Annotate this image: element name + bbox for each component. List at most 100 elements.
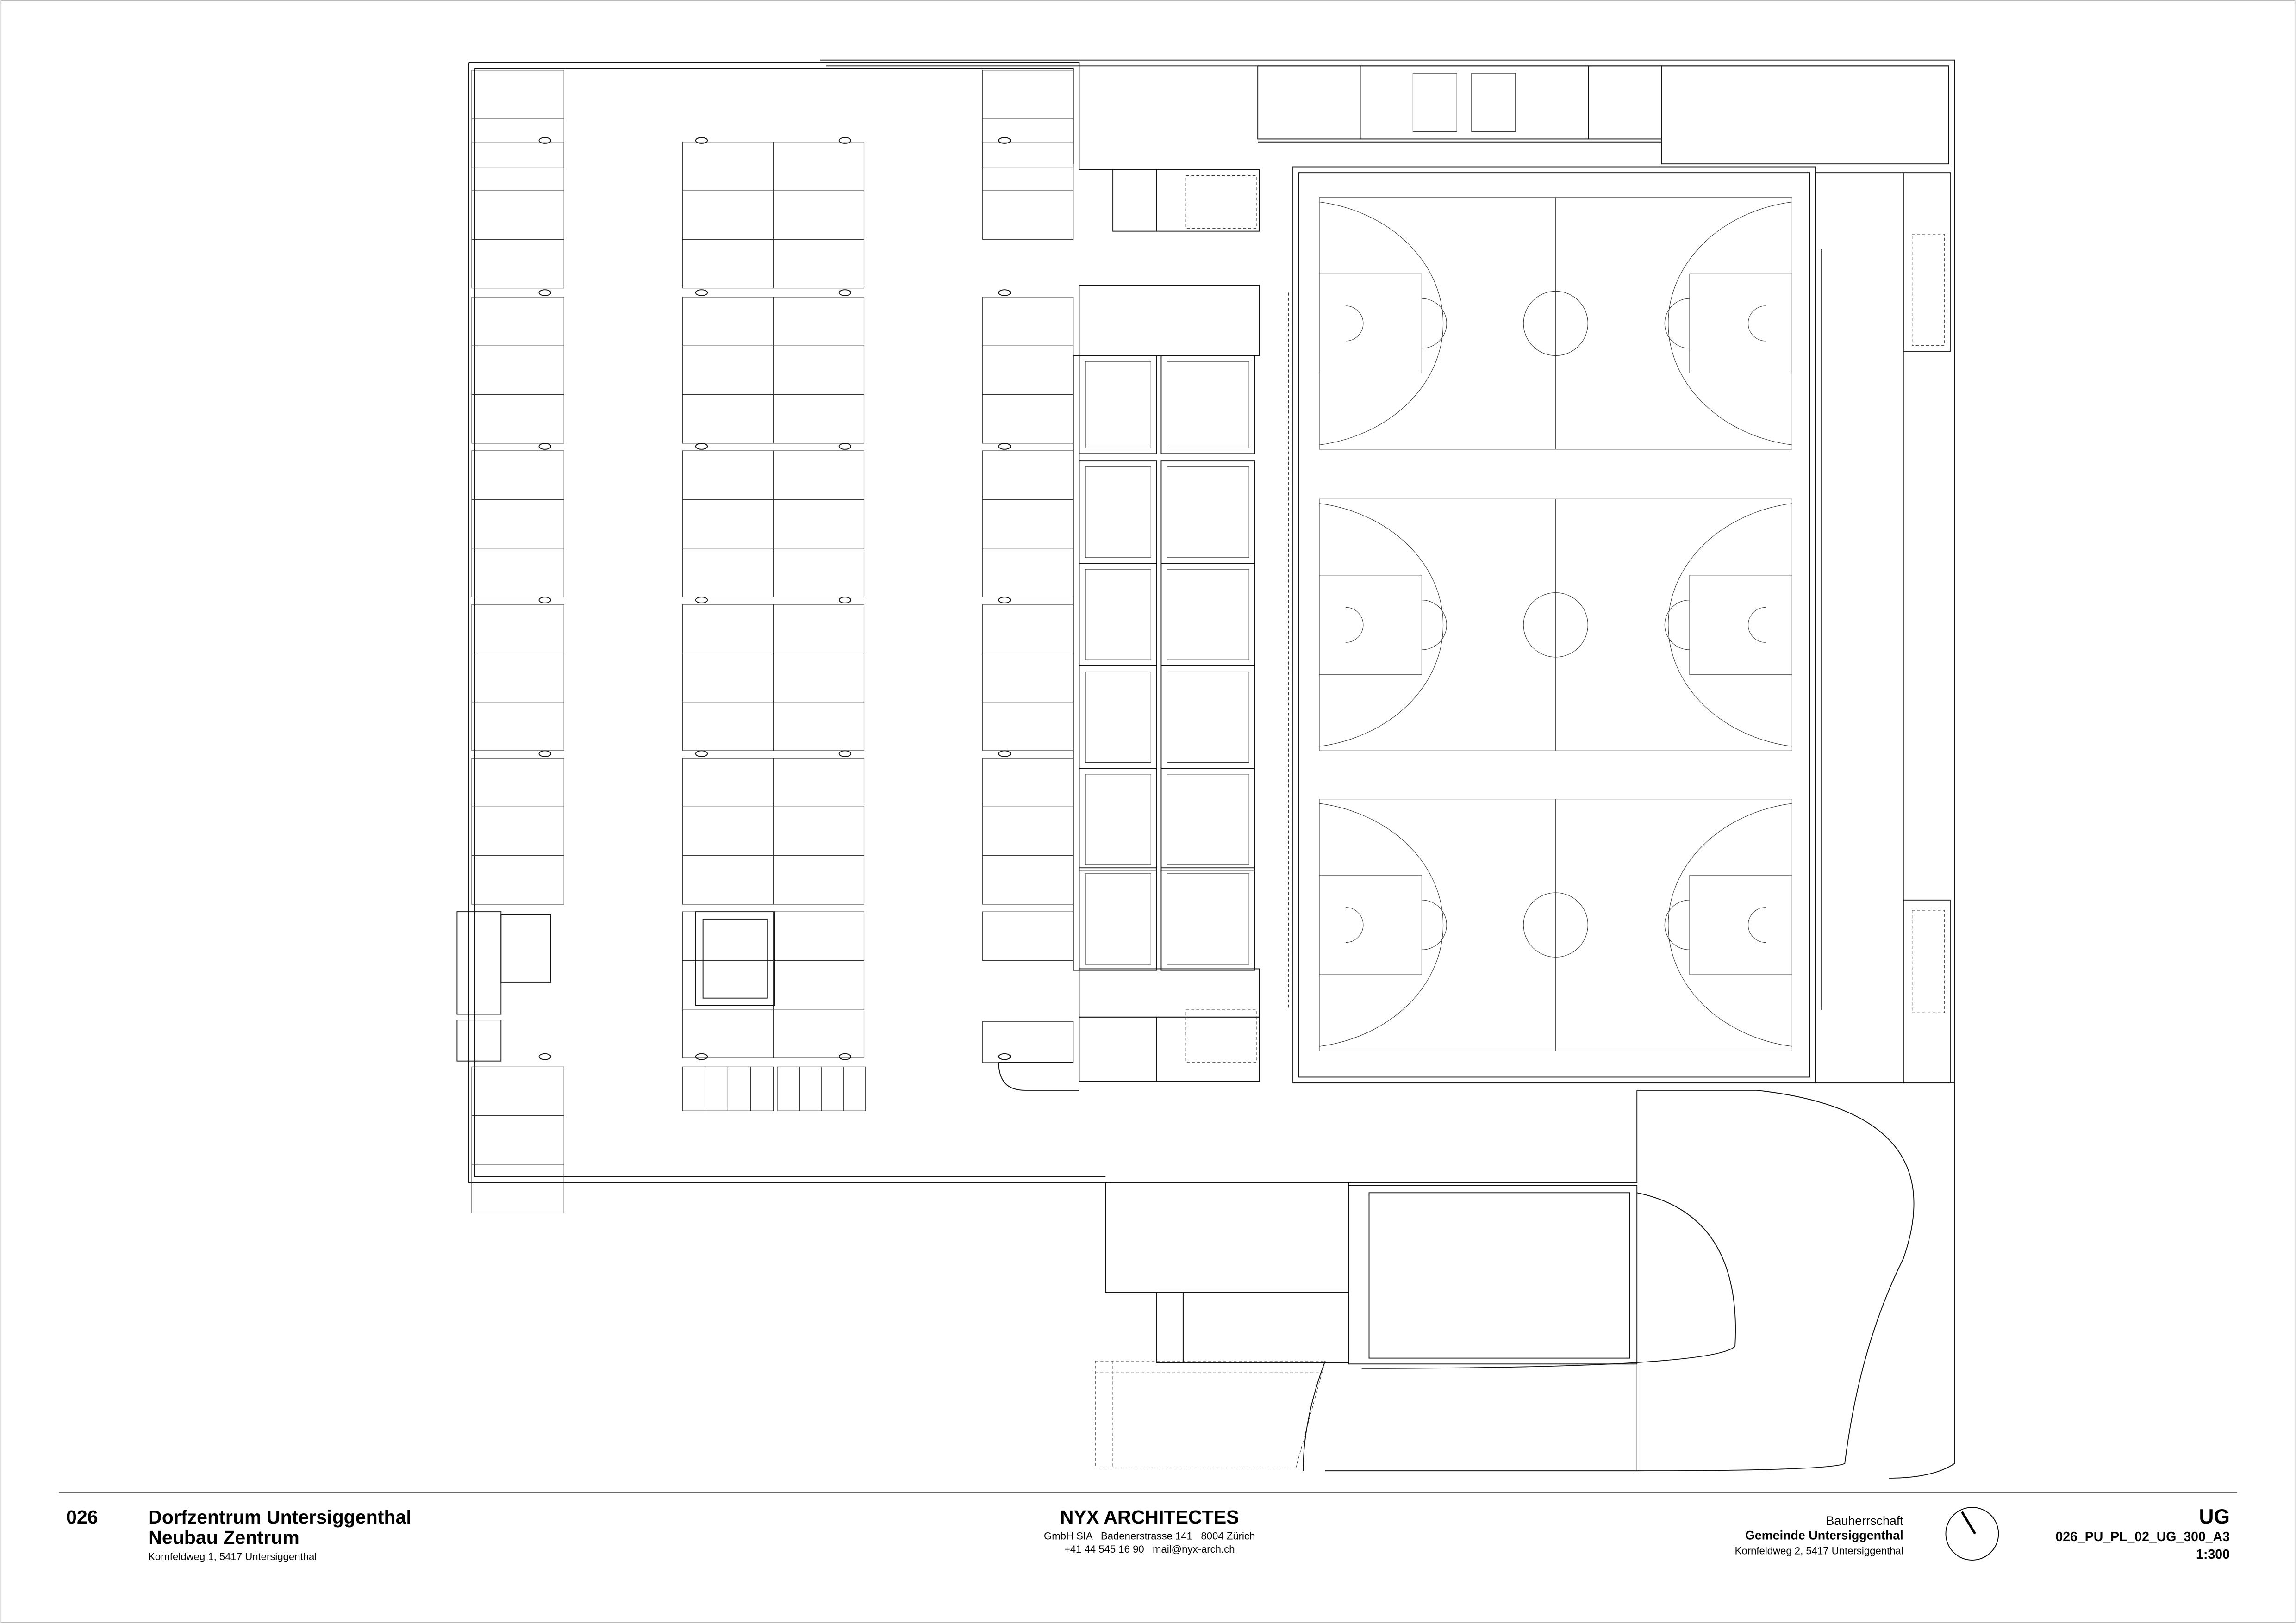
parking-stall <box>471 394 564 444</box>
column <box>695 289 708 296</box>
parking-stall <box>773 394 865 444</box>
room <box>1160 665 1255 769</box>
parking-stall <box>471 653 564 703</box>
key-right <box>1689 875 1792 975</box>
parking-stall <box>471 70 564 119</box>
project-title: Dorfzentrum Untersiggenthal <box>148 1506 412 1528</box>
free-throw-circle-left <box>1422 900 1447 950</box>
column <box>838 137 852 144</box>
parking-stall <box>982 499 1074 549</box>
motorbike-stall <box>682 1066 705 1111</box>
parking-stall <box>982 758 1074 807</box>
three-point-arc-left <box>1319 503 1444 747</box>
changing-rooms <box>1073 355 1260 1018</box>
column <box>695 137 708 144</box>
key-right <box>1689 575 1792 675</box>
parking-stall <box>682 702 774 751</box>
room <box>1160 563 1255 666</box>
column <box>538 289 551 296</box>
room <box>1160 867 1255 971</box>
parking-stall <box>773 702 865 751</box>
column <box>538 443 551 450</box>
parking-stall <box>773 499 865 549</box>
restricted-arc-right <box>1747 907 1766 943</box>
free-throw-circle-right <box>1664 599 1690 650</box>
parking-stall <box>773 450 865 500</box>
parking-stall <box>982 653 1074 703</box>
room-interior <box>1167 361 1249 448</box>
key-left <box>1319 575 1422 675</box>
parking-stall <box>682 1009 774 1058</box>
floor-label: UG <box>2199 1505 2230 1528</box>
parking-stall <box>471 1115 564 1165</box>
key-left <box>1319 273 1422 373</box>
column <box>998 137 1011 144</box>
drawing-scale: 1:300 <box>2196 1547 2230 1562</box>
free-throw-circle-right <box>1664 900 1690 950</box>
column <box>538 137 551 144</box>
restricted-arc-right <box>1747 305 1766 342</box>
parking-stall <box>471 345 564 395</box>
room <box>1079 355 1157 454</box>
free-throw-circle-right <box>1664 298 1690 349</box>
parking-stall <box>982 911 1074 961</box>
parking-stall <box>682 450 774 500</box>
building-outline <box>468 59 1955 1183</box>
parking-stall <box>982 142 1074 191</box>
column <box>695 597 708 603</box>
parking-stall <box>471 1164 564 1213</box>
motorbike-stall <box>705 1066 728 1111</box>
three-point-arc-right <box>1668 803 1792 1047</box>
parking-stall <box>773 239 865 289</box>
room <box>1079 460 1157 564</box>
parking-stall <box>471 548 564 597</box>
parking-stall <box>682 345 774 395</box>
parking-stall <box>682 297 774 346</box>
sports-hall-courts <box>1319 197 1792 1051</box>
parking-stall <box>773 1009 865 1058</box>
parking-stall <box>773 548 865 597</box>
restricted-arc-left <box>1345 607 1364 643</box>
three-point-arc-left <box>1319 803 1444 1047</box>
motorbike-stall <box>799 1066 822 1111</box>
room-interior <box>1085 774 1151 865</box>
parking-stall <box>682 142 774 191</box>
restricted-arc-right <box>1747 607 1766 643</box>
parking-stall <box>773 960 865 1010</box>
parking-stall <box>471 142 564 191</box>
column <box>998 1053 1011 1060</box>
parking-stall <box>982 118 1074 168</box>
motorbike-stall <box>750 1066 774 1111</box>
architect-name: NYX ARCHITECTES <box>1060 1506 1239 1528</box>
client-name: Gemeinde Untersiggenthal <box>1745 1529 1903 1542</box>
parking-stall <box>471 1066 564 1116</box>
parking-stall <box>471 702 564 751</box>
room <box>1079 768 1157 871</box>
room-interior <box>1085 466 1151 558</box>
parking-stall <box>982 190 1074 240</box>
column <box>695 443 708 450</box>
three-point-arc-left <box>1319 201 1444 445</box>
key-left <box>1319 875 1422 975</box>
stair-cores <box>456 169 1260 1091</box>
room-interior <box>1167 873 1249 965</box>
wall <box>1073 355 1080 971</box>
client-address: Kornfeldweg 2, 5417 Untersiggenthal <box>1735 1545 1903 1556</box>
parking-stall <box>982 297 1074 346</box>
parking-stall <box>773 142 865 191</box>
parking-stall <box>773 653 865 703</box>
basketball-court <box>1319 197 1792 450</box>
motorbike-stall <box>843 1066 866 1111</box>
column <box>838 289 852 296</box>
room-interior <box>1167 569 1249 660</box>
column <box>538 1053 551 1060</box>
column <box>695 750 708 757</box>
restricted-arc-left <box>1345 907 1364 943</box>
parking-stall <box>773 190 865 240</box>
client-label: Bauherrschaft <box>1826 1514 1904 1528</box>
parking-stall <box>982 1021 1074 1063</box>
parking-stall <box>982 345 1074 395</box>
parking-stall <box>471 118 564 168</box>
